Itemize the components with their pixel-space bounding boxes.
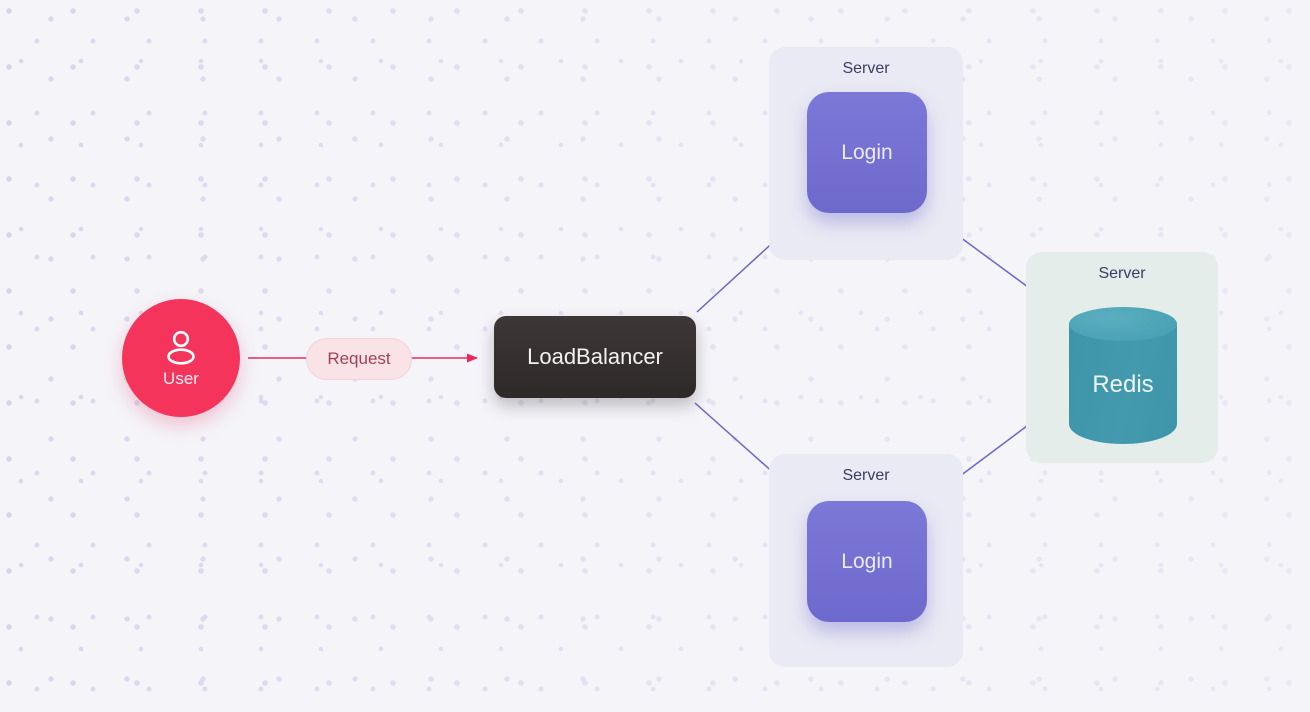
node-user[interactable]: User <box>122 299 240 417</box>
group-server-top[interactable]: Server Login <box>769 47 963 260</box>
group-server-bottom[interactable]: Server Login <box>769 454 963 667</box>
node-login-top[interactable]: Login <box>807 92 927 213</box>
server-bottom-title: Server <box>842 467 890 484</box>
loadbalancer-label: LoadBalancer <box>527 344 663 369</box>
request-label: Request <box>327 349 391 368</box>
login-bottom-label: Login <box>841 549 893 573</box>
node-loadbalancer[interactable]: LoadBalancer <box>494 316 696 398</box>
server-cache-title: Server <box>1098 265 1146 282</box>
person-icon <box>167 330 195 365</box>
redis-cylinder-top <box>1069 307 1177 341</box>
user-label: User <box>163 368 199 388</box>
node-redis[interactable]: Redis <box>1069 307 1177 444</box>
group-server-cache[interactable]: Server Redis <box>1026 252 1218 463</box>
node-login-bottom[interactable]: Login <box>807 501 927 622</box>
server-top-title: Server <box>842 60 890 77</box>
redis-label: Redis <box>1092 371 1154 398</box>
login-top-label: Login <box>841 140 893 164</box>
redis-cylinder-body <box>1069 324 1177 444</box>
edge-label-request[interactable]: Request <box>306 338 412 380</box>
